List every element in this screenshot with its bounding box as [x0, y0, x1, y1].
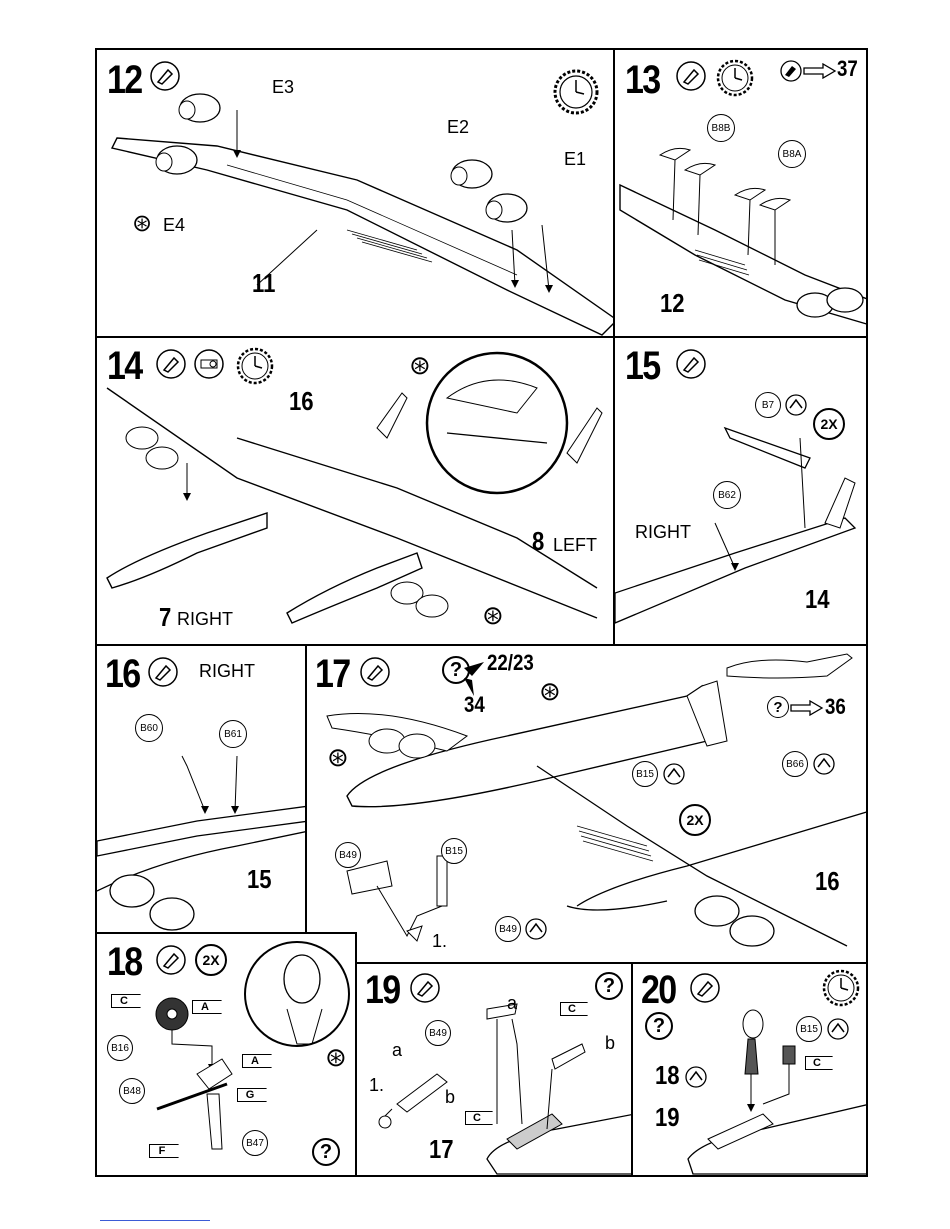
part-callout-b62: B62 — [713, 481, 741, 509]
part-label-a: a — [392, 1041, 402, 1059]
optional-icon: ⊛ — [325, 1044, 347, 1070]
step-17-panel: 17 ? 22/23 34 ⊛ ? 36 ⊛ B15 B66 2X B49 B1… — [305, 644, 868, 964]
stabilizer-illustration — [615, 338, 868, 646]
part-callout-b49: B49 — [335, 842, 361, 868]
part-callout-b15: B15 — [632, 761, 658, 787]
nose-bay-illustration — [357, 964, 633, 1177]
part-callout-b48: B48 — [119, 1078, 145, 1104]
part-label-e4: E4 — [163, 216, 185, 234]
part-label-b: b — [445, 1088, 455, 1106]
quantity-badge: 2X — [813, 408, 845, 440]
part-callout-b7: B7 — [755, 392, 781, 418]
part-label-e2: E2 — [447, 118, 469, 136]
wing-assembly-illustration — [97, 50, 615, 338]
step-20-panel: 20 ? B15 C 18 19 — [631, 962, 868, 1177]
part-callout-b47: B47 — [242, 1130, 268, 1156]
paint-icon — [525, 918, 547, 940]
part-callout-b15: B15 — [796, 1016, 822, 1042]
part-number-17: 17 — [429, 1136, 454, 1162]
part-number-14: 14 — [805, 586, 830, 612]
side-label-left: LEFT — [553, 536, 597, 554]
help-icon: ? — [312, 1138, 340, 1166]
paint-icon — [663, 763, 685, 785]
sub-step-label: 1. — [369, 1076, 384, 1094]
part-number-8: 8 — [532, 528, 544, 554]
paint-icon — [785, 394, 807, 416]
part-number-12: 12 — [660, 290, 685, 316]
optional-icon: ⊛ — [482, 602, 504, 628]
wing-fence-illustration — [615, 50, 868, 338]
side-label-right: RIGHT — [635, 523, 691, 541]
part-callout-b61: B61 — [219, 720, 247, 748]
part-number-16: 16 — [815, 868, 840, 894]
sub-step-label: 1. — [432, 932, 447, 950]
footer-line — [100, 1220, 210, 1221]
part-number-7: 7 — [159, 604, 171, 630]
part-label-e3: E3 — [272, 78, 294, 96]
part-number-15: 15 — [247, 866, 272, 892]
step-15-panel: 15 B7 2X B62 RIGHT 14 — [613, 336, 868, 646]
part-callout-b16: B16 — [107, 1035, 133, 1061]
part-number-19: 19 — [655, 1104, 680, 1130]
part-callout-b66: B66 — [782, 751, 808, 777]
part-number-11: 11 — [252, 270, 275, 296]
step-18-panel: 18 2X C A B16 A B48 G F B47 ⊛ ? — [95, 932, 357, 1177]
part-label-a: a — [507, 994, 517, 1012]
part-callout-b49: B49 — [425, 1020, 451, 1046]
optional-icon: ⊛ — [132, 212, 152, 236]
quantity-badge: 2X — [679, 804, 711, 836]
part-callout-b49: B49 — [495, 916, 521, 942]
step-16-panel: 16 RIGHT B60 B61 15 — [95, 644, 307, 934]
paint-icon — [685, 1066, 707, 1088]
part-callout-b8b: B8B — [707, 114, 735, 142]
step-12-panel: 12 E3 E2 E1 ⊛ E4 11 — [95, 48, 615, 338]
part-number-18: 18 — [655, 1062, 680, 1088]
part-callout-b15: B15 — [441, 838, 467, 864]
paint-icon — [827, 1018, 849, 1040]
part-number-16: 16 — [289, 388, 314, 414]
part-label-e1: E1 — [564, 150, 586, 168]
part-label-b: b — [605, 1034, 615, 1052]
part-callout-b60: B60 — [135, 714, 163, 742]
part-callout-b8a: B8A — [778, 140, 806, 168]
aircraft-assembly-illustration — [97, 338, 615, 646]
paint-icon — [813, 753, 835, 775]
step-14-panel: 14 ⊛ 16 8 LEFT 7 RIGHT ⊛ — [95, 336, 615, 646]
side-label-right: RIGHT — [177, 610, 233, 628]
fuselage-assembly-illustration — [307, 646, 868, 964]
step-19-panel: 19 ? a B49 1. b a C b C 17 — [355, 962, 633, 1177]
step-13-panel: 13 37 B8B B8A 12 — [613, 48, 868, 338]
stabilizer-detail-illustration — [97, 646, 307, 934]
